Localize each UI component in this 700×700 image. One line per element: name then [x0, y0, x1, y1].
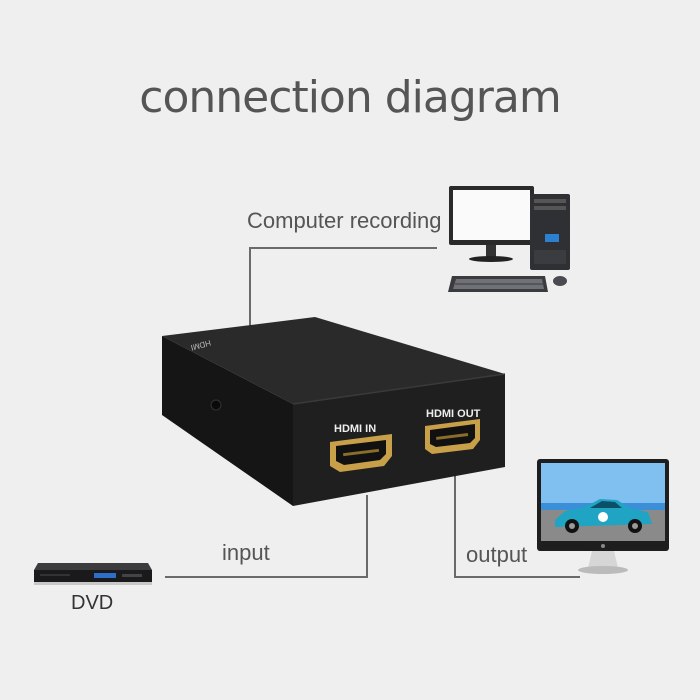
car-icon — [555, 499, 652, 533]
connection-wires — [165, 247, 580, 578]
hdmi-in-label: HDMI IN — [334, 423, 376, 435]
hdmi-out-label: HDMI OUT — [426, 408, 481, 420]
input-label: input — [222, 540, 270, 565]
output-label: output — [466, 542, 528, 567]
dvd-player-icon — [34, 563, 152, 585]
computer-recording-label: Computer recording — [247, 208, 442, 233]
capture-device: HDMI HDMI IN HDMI OUT — [162, 317, 506, 506]
page-title: connection diagram — [139, 72, 561, 123]
hdmi-in-port — [330, 434, 392, 472]
dvd-label: DVD — [71, 592, 114, 614]
computer-monitor-icon — [449, 186, 534, 262]
mouse-icon — [553, 276, 567, 286]
wire-computer — [249, 247, 437, 330]
hdmi-out-port — [425, 419, 480, 454]
wire-output — [454, 472, 580, 578]
audio-jack — [210, 399, 222, 411]
keyboard-icon — [448, 276, 548, 292]
tv-monitor-icon — [537, 459, 669, 574]
pc-tower-icon — [530, 194, 570, 270]
wire-input — [165, 495, 368, 578]
